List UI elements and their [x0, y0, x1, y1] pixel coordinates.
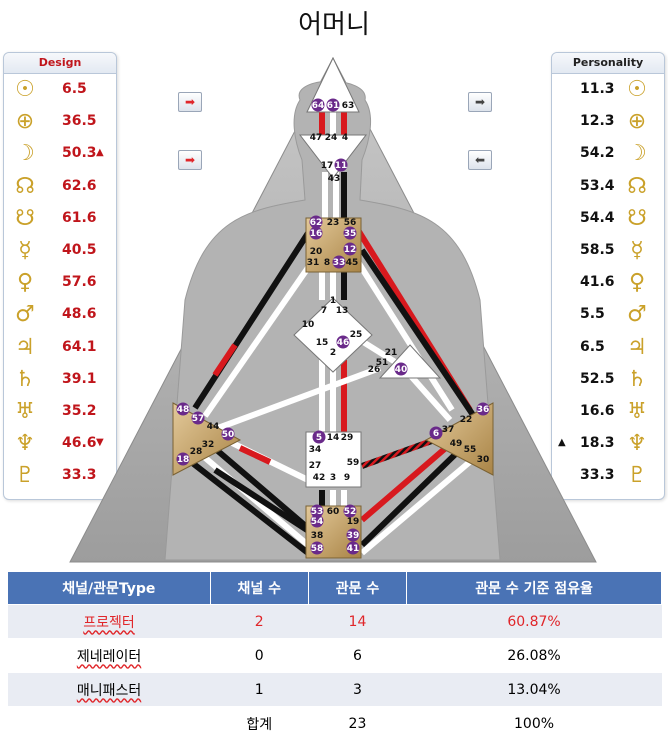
gate-61-label: 61 [327, 101, 340, 111]
share-cell: 60.87% [407, 605, 662, 639]
table-header-share: 관문 수 기준 점유율 [407, 572, 662, 605]
gate-42-label: 42 [313, 473, 326, 483]
gate-43-label: 43 [328, 174, 341, 184]
gate-46-label: 46 [337, 338, 350, 348]
gate-39-label: 39 [347, 531, 360, 541]
type-cell: 매니패스터 [77, 683, 141, 699]
gates-cell: 14 [308, 605, 406, 639]
gate-11-label: 11 [335, 161, 348, 171]
gate-16-label: 16 [310, 229, 323, 239]
gate-37-label: 37 [442, 425, 455, 435]
gate-24-label: 24 [325, 133, 338, 143]
gate-6-label: 6 [433, 429, 439, 439]
gate-50-label: 50 [222, 430, 235, 440]
gate-3-label: 3 [330, 473, 336, 483]
table-row: 제네레이터 0 6 26.08% [8, 639, 662, 673]
gate-26-label: 26 [368, 365, 381, 375]
gate-55-label: 55 [464, 445, 477, 455]
share-cell: 26.08% [407, 639, 662, 673]
type-cell: 프로젝터 [83, 615, 135, 631]
gate-12-label: 12 [344, 245, 357, 255]
gate-64-label: 64 [312, 101, 325, 111]
gate-63-label: 63 [342, 101, 355, 111]
gate-17-label: 17 [321, 161, 334, 171]
gate-41-label: 41 [347, 544, 360, 554]
table-header-gates: 관문 수 [308, 572, 406, 605]
channels-cell: 0 [210, 639, 308, 673]
gate-2-label: 2 [330, 348, 336, 358]
gate-52-label: 52 [344, 507, 357, 517]
table-row: 프로젝터 2 14 60.87% [8, 605, 662, 639]
gate-22-label: 22 [460, 415, 473, 425]
gate-35-label: 35 [344, 229, 357, 239]
gate-33-label: 33 [333, 258, 346, 268]
gate-34-label: 34 [309, 445, 322, 455]
gate-28-label: 28 [190, 447, 203, 457]
gate-31-label: 31 [307, 258, 320, 268]
gate-15-label: 15 [316, 338, 329, 348]
gate-10-label: 10 [302, 320, 315, 330]
table-row: 매니패스터 1 3 13.04% [8, 673, 662, 707]
gate-23-label: 23 [327, 218, 340, 228]
gate-18-label: 18 [177, 455, 190, 465]
gates-cell: 6 [308, 639, 406, 673]
summary-table: 채널/관문Type 채널 수 관문 수 관문 수 기준 점유율 프로젝터 2 1… [8, 572, 662, 740]
gate-9-label: 9 [344, 473, 350, 483]
table-header-channels: 채널 수 [210, 572, 308, 605]
gate-40-label: 40 [395, 365, 408, 375]
gate-27-label: 27 [309, 461, 322, 471]
gate-32-label: 32 [202, 440, 215, 450]
share-cell: 13.04% [407, 673, 662, 707]
gate-58-label: 58 [311, 544, 324, 554]
gate-30-label: 30 [477, 455, 490, 465]
gate-19-label: 19 [347, 517, 360, 527]
gate-36-label: 36 [477, 405, 490, 415]
gate-1-label: 1 [330, 296, 336, 306]
gate-47-label: 47 [310, 133, 323, 143]
table-header-type: 채널/관문Type [8, 572, 210, 605]
gates-cell: 3 [308, 673, 406, 707]
gate-49-label: 49 [450, 439, 463, 449]
gate-59-label: 59 [347, 458, 360, 468]
gate-29-label: 29 [341, 433, 354, 443]
gate-20-label: 20 [310, 247, 323, 257]
gate-8-label: 8 [324, 258, 330, 268]
gate-57-label: 57 [192, 414, 205, 424]
gate-38-label: 38 [311, 531, 324, 541]
gate-44-label: 44 [207, 422, 220, 432]
gate-54-label: 54 [311, 517, 324, 527]
gate-5-label: 5 [316, 433, 322, 443]
gate-45-label: 45 [346, 258, 359, 268]
gate-25-label: 25 [350, 330, 363, 340]
gate-48-label: 48 [177, 405, 190, 415]
gate-4-label: 4 [342, 133, 348, 143]
channels-cell: 1 [210, 673, 308, 707]
type-cell: 제네레이터 [77, 649, 141, 665]
gate-14-label: 14 [327, 433, 340, 443]
gate-21-label: 21 [385, 348, 398, 358]
channels-cell: 2 [210, 605, 308, 639]
gate-60-label: 60 [327, 507, 340, 517]
gate-13-label: 13 [336, 306, 349, 316]
gate-7-label: 7 [321, 306, 327, 316]
